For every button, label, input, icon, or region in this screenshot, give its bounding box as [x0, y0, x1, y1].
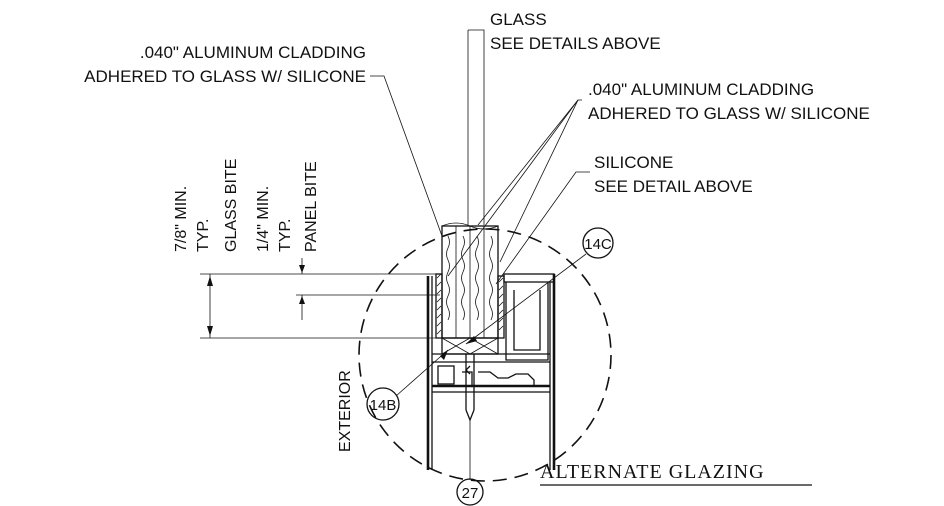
silicone-label-line1: SILICONE: [594, 153, 673, 172]
panel-bite-typ: TYP.: [277, 219, 294, 253]
callout-14b: 14B: [366, 349, 449, 421]
detail-title: ALTERNATE GLAZING: [540, 461, 765, 483]
cladding-strips: [435, 273, 505, 339]
fastener: [465, 354, 475, 480]
callout-27: 27: [456, 478, 484, 506]
detail-enlargement-circle: [358, 228, 612, 482]
glass-label-line1: GLASS: [490, 10, 547, 29]
panel-bite-name: PANEL BITE: [303, 161, 320, 252]
panel-bite-dimension: 1/4" MIN.: [255, 186, 272, 252]
svg-text:14C: 14C: [584, 236, 612, 253]
cladding-right-label-line1: .040" ALUMINUM CLADDING: [588, 80, 814, 99]
cladding-left-label-line2: ADHERED TO GLASS W/ SILICONE: [84, 67, 366, 86]
cladding-right-label-line2: ADHERED TO GLASS W/ SILICONE: [588, 104, 870, 123]
glass-bite-name: GLASS BITE: [223, 159, 240, 252]
mullion-frame: [426, 273, 556, 470]
glass-bite-dimension: 7/8" MIN.: [173, 186, 190, 252]
leader-cladding-left: [370, 75, 443, 237]
leader-glass: [468, 29, 485, 225]
svg-text:27: 27: [462, 485, 479, 502]
glass-unit: [441, 222, 499, 339]
leader-lines: [370, 29, 590, 285]
silicone-label-line2: SEE DETAIL ABOVE: [594, 177, 753, 196]
cladding-left-label-line1: .040" ALUMINUM CLADDING: [140, 43, 366, 62]
exterior-label: EXTERIOR: [337, 370, 354, 452]
glass-label-line2: SEE DETAILS ABOVE: [490, 34, 661, 53]
leader-silicone: [495, 171, 590, 285]
svg-text:14B: 14B: [370, 397, 397, 414]
callout-14c: 14C: [465, 227, 614, 345]
glass-bite-typ: TYP.: [195, 219, 212, 253]
dimension-lines: [200, 258, 440, 339]
